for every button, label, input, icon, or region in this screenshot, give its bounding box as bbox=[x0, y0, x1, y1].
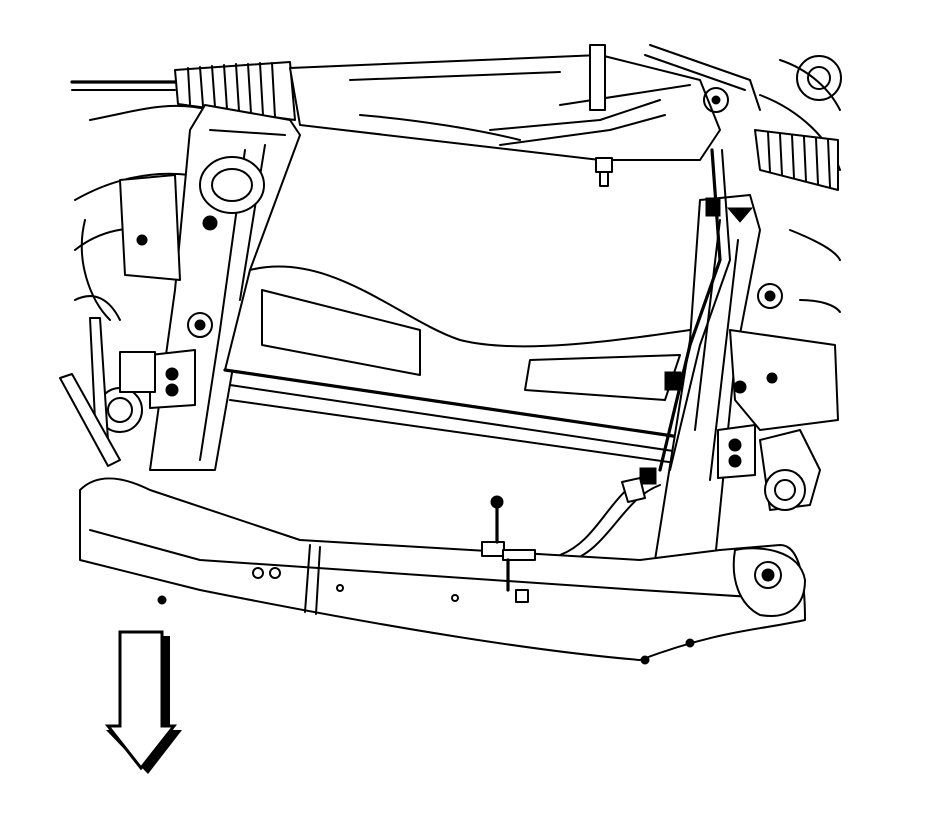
cross-member-panel bbox=[223, 265, 721, 466]
left-frame-rail bbox=[97, 104, 301, 471]
down-arrow-icon bbox=[104, 630, 182, 774]
front-cross-member bbox=[79, 477, 806, 665]
right-hose-line bbox=[559, 148, 754, 564]
left-hoses bbox=[59, 219, 121, 467]
right-frame-rail bbox=[654, 194, 839, 561]
